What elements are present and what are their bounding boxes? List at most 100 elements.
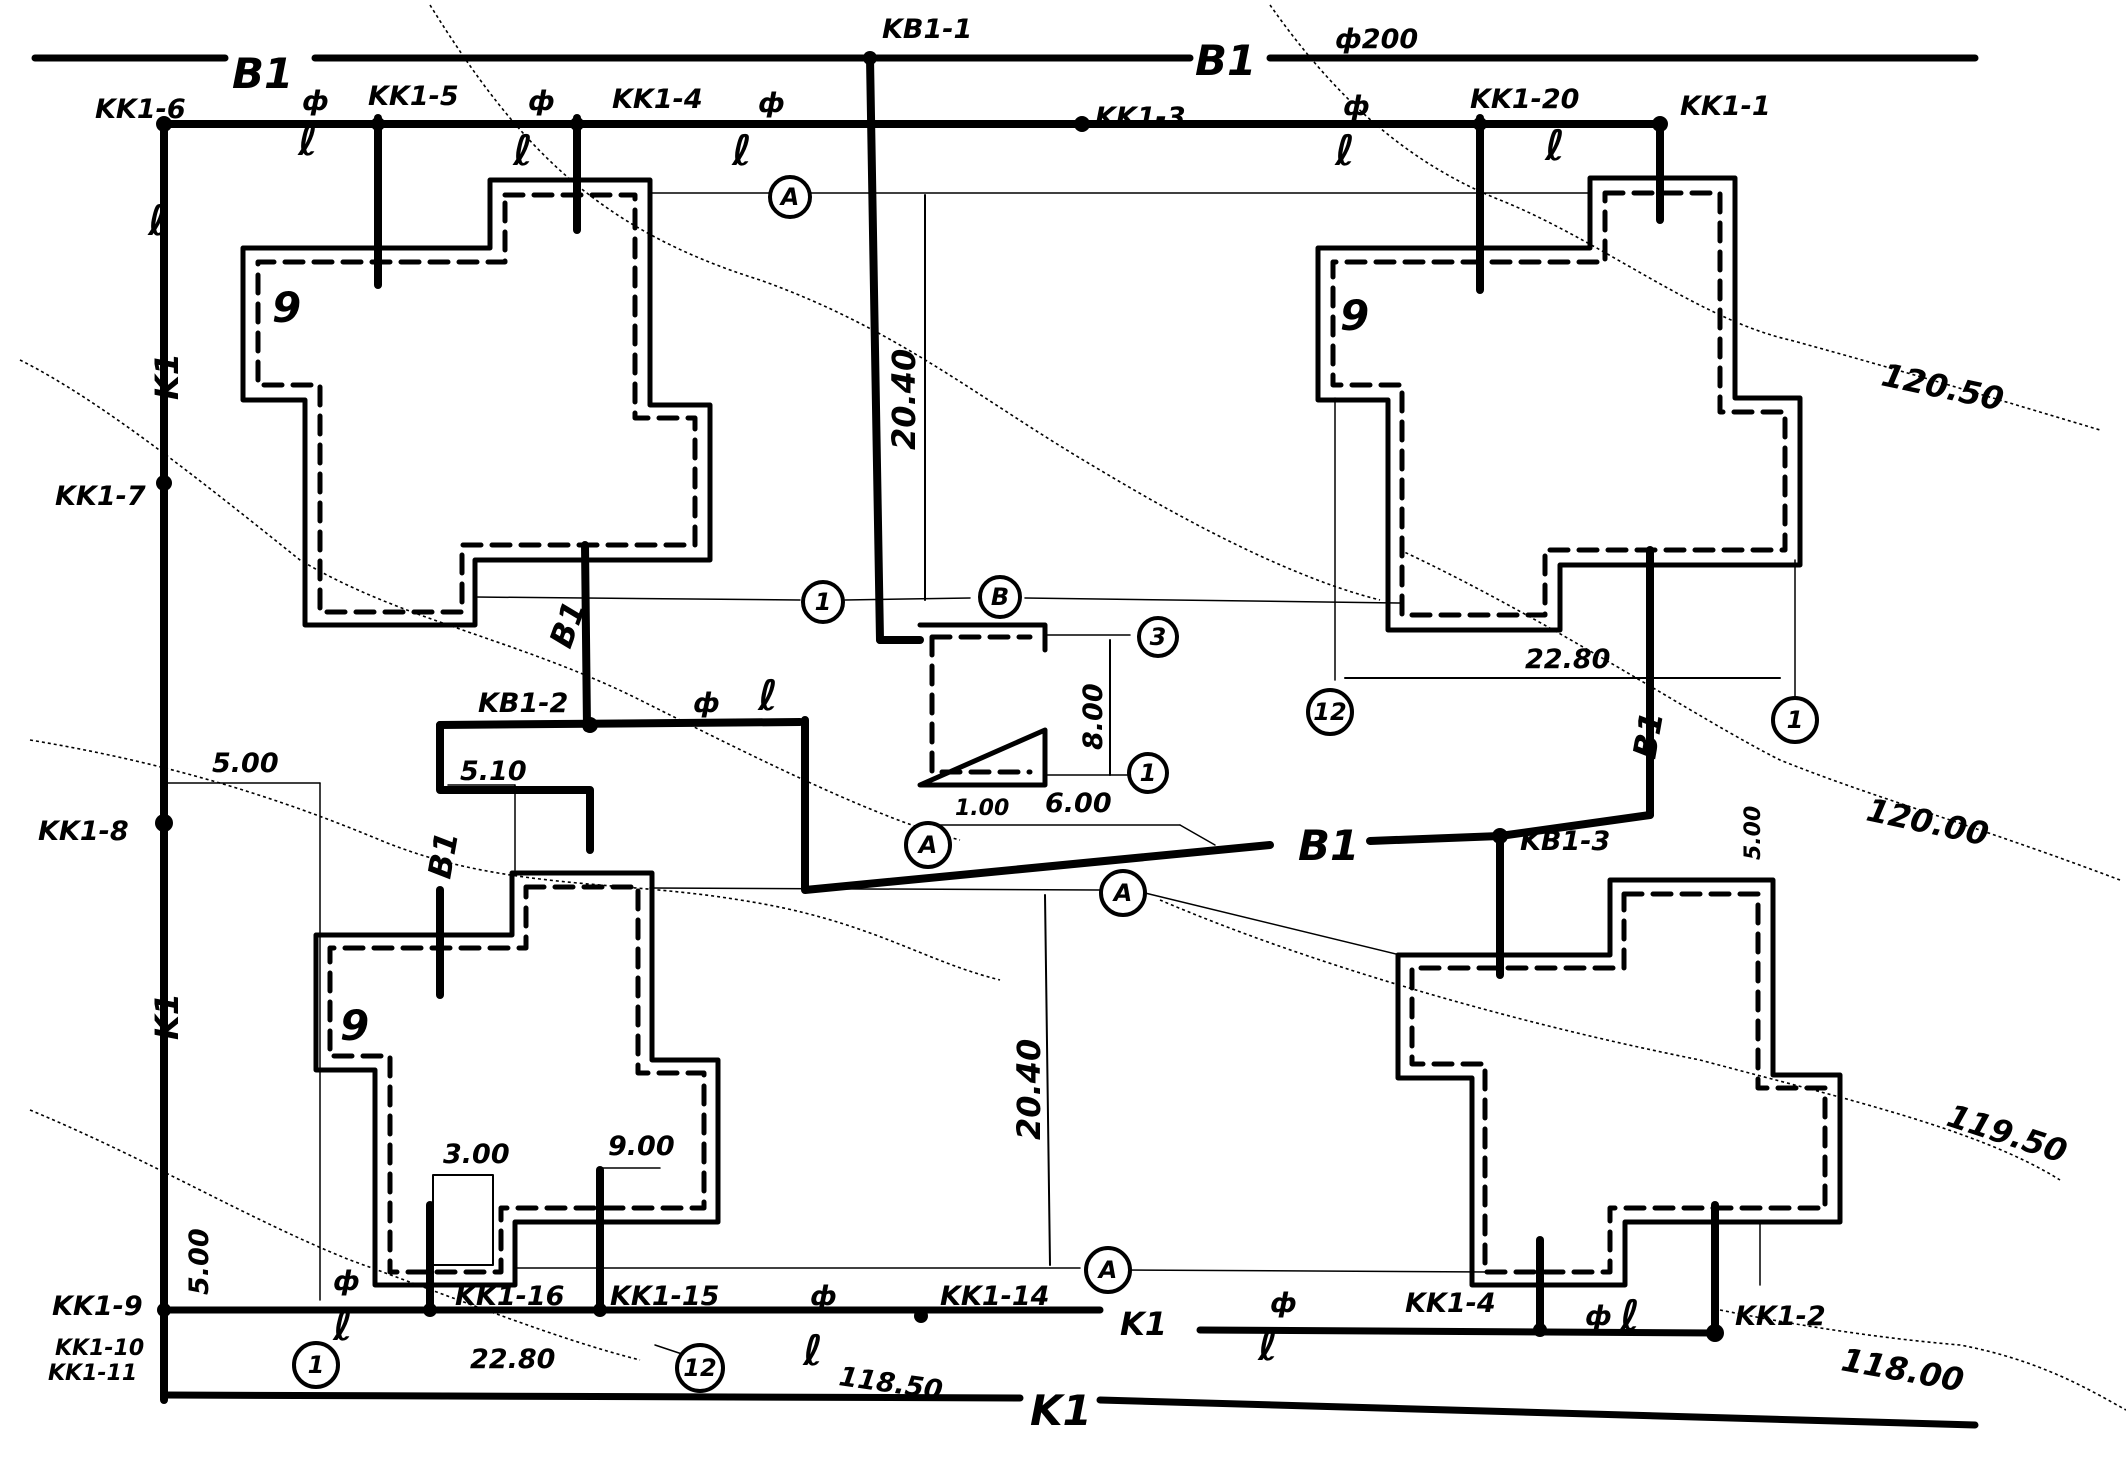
contour-right-mid [1399,549,2121,881]
label-k1-left: K1 [148,353,186,400]
mark-phi-6: ф [333,1266,360,1297]
axis-marker-1-small-text: 1 [1140,759,1157,787]
label-water-diam: ф200 [1335,24,1418,55]
dim-20-40-bottom-text: 20.40 [1010,1039,1048,1140]
node-kk1-14 [914,1309,928,1323]
mark-phi-4: ф [1343,91,1370,122]
mark-l-8: ℓ [802,1326,823,1375]
axis-marker-1-mid [801,580,845,624]
building-ne [1315,175,1803,633]
node-kk1-2 [1706,1324,1724,1342]
elevation-labels: 120.50 120.00 119.50 118.50 118.00 [837,356,2072,1407]
building-nw [240,177,713,628]
label-b1-ne: B1 [1625,709,1671,762]
axis-marker-a-small-text: A [917,831,938,859]
sewer-main-bottom-2 [1096,1396,1979,1429]
label-kk1-9: KK1-9 [52,1291,143,1322]
mark-l-2: ℓ [512,126,533,175]
axis-line-a-mid-l [649,887,1101,891]
mark-l-9: ℓ [1257,1321,1278,1370]
label-k1-left-2: K1 [148,993,186,1040]
dim-20-40-bottom [1044,894,1051,1266]
water-line-ne [1496,811,1654,840]
mark-l-7: ℓ [332,1301,353,1350]
sewer-line-bottom-right [1196,1326,1719,1337]
node-kk1-4b [1533,1323,1547,1337]
water-line-kb1-2 [436,718,804,729]
building-sw-label: 9 [340,1001,369,1050]
building-nw-inner [255,192,698,615]
contour-right-low [1159,899,2061,1181]
main-lines [31,54,1979,1429]
axis-marker-12-bottom [675,1343,725,1393]
mark-phi-5: ф [693,688,720,719]
node-kk1-6 [156,116,172,132]
building-se [1395,877,1843,1288]
building-sw [313,870,721,1288]
label-kb1-3: KB1-3 [1520,826,1610,857]
dim-5-00-vert-text: 5.00 [184,1228,215,1295]
label-kk1-14: KK1-14 [940,1281,1049,1312]
building-ne-label: 9 [1340,291,1369,340]
building-nw-outline [240,177,713,628]
axis-marker-a-top-text: A [779,183,800,211]
pump-station [917,622,1048,788]
axis-marker-3 [1137,616,1179,658]
dim-5-00-right-text: 5.00 [1741,806,1766,860]
building-sw-inner [327,884,707,1275]
label-kk1-3: KK1-3 [1095,102,1186,133]
label-kk1-5: KK1-5 [368,81,459,112]
axis-line-1-b [844,597,971,601]
building-sw-annex [432,1174,494,1266]
axis-marker-12-right-text: 12 [1313,698,1346,726]
axis-marker-a-small [904,821,952,869]
axis-marker-1-small [1127,752,1169,794]
axis-marker-a-top [768,175,812,219]
mark-phi-8: ф [1270,1288,1297,1319]
elev-120-50: 120.50 [1878,356,2007,419]
label-kk1-6: KK1-6 [95,94,186,125]
axis-marker-1-mid-text: 1 [815,588,832,616]
axis-marker-1-bottom [292,1341,340,1389]
axis-line-b-ne [1024,597,1401,604]
contour-119-50 [29,739,1001,981]
contour-lines [19,4,2126,1411]
dim-9-00-text: 9.00 [608,1131,675,1162]
axis-line-1-mid [474,596,801,601]
dimension-labels: 20.40 20.40 22.80 22.80 8.00 6.00 1.00 5… [184,349,1766,1375]
building-sw-outline [313,870,721,1288]
label-kk1-4: KK1-4 [612,84,703,115]
label-kb1-2: KB1-2 [478,688,568,719]
label-kk1-16: KK1-16 [455,1281,564,1312]
axis-marker-b [978,575,1022,619]
axis-markers: A 1 B 3 1 12 1 A A A 1 12 [292,175,1819,1393]
mark-phi-9: ф [1585,1301,1612,1332]
sewer-main-bottom [160,1391,1024,1402]
label-kk1-10: KK1-10 [55,1336,144,1361]
node-kb1-3 [1492,828,1508,844]
node-kb1-2 [582,717,598,733]
water-riser-nw [581,541,591,732]
label-kk1-7: KK1-7 [55,481,146,512]
building-se-inner [1409,891,1828,1275]
mark-l-left: ℓ [147,196,168,245]
mark-l-3: ℓ [731,126,752,175]
axis-marker-1-bottom-text: 1 [308,1351,325,1379]
building-nw-label: 9 [272,283,301,332]
label-kk1-8: KK1-8 [38,816,129,847]
building-ne-inner [1330,190,1788,618]
mark-l-6: ℓ [757,671,778,720]
node-kk1-4 [570,117,584,131]
dim-8-00-text: 8.00 [1078,683,1109,750]
dim-5-00-left-text: 5.00 [212,748,279,779]
dim-5-10-text: 5.10 [460,756,527,787]
node-kk1-8 [155,814,173,832]
label-k1-bottom: K1 [1120,1305,1167,1343]
axis-marker-12-bottom-text: 12 [683,1354,716,1382]
axis-marker-3-text: 3 [1150,623,1167,651]
node-kk1-16 [423,1303,437,1317]
label-water-top-b1: B1 [232,49,293,98]
water-branch-kb1-1 [866,54,884,644]
axis-marker-1-right-text: 1 [1787,706,1804,734]
label-kk1-1: KK1-1 [1680,91,1771,122]
